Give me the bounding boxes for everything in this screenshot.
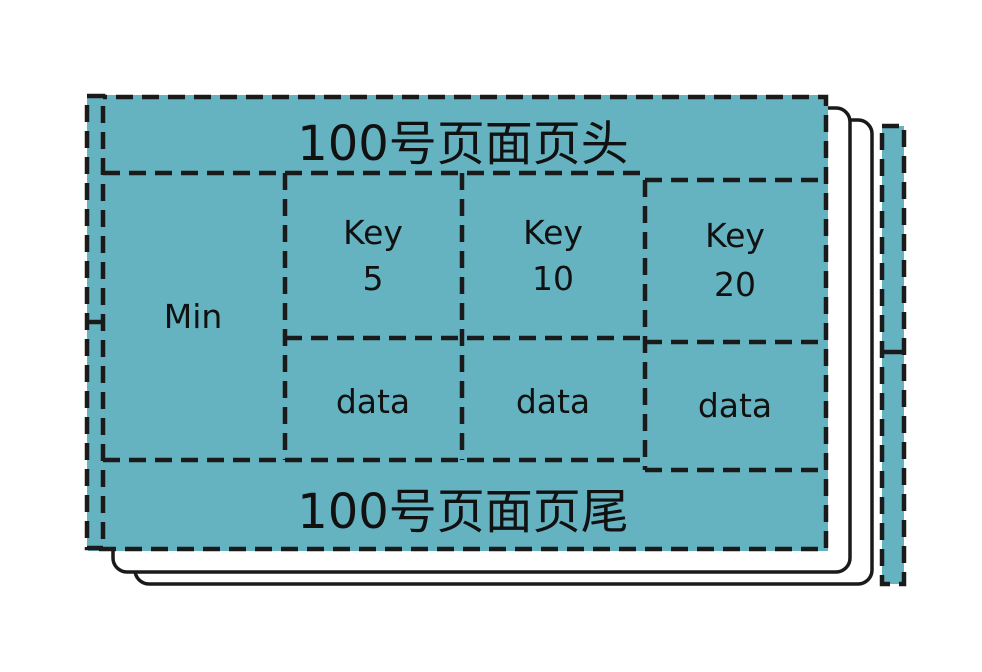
key-value: 5 xyxy=(363,259,384,298)
key-value: 20 xyxy=(714,265,756,304)
key-value: 10 xyxy=(532,259,574,298)
data-cell-label: data xyxy=(516,382,590,421)
data-cell-label: data xyxy=(698,386,772,425)
key-cell: Key 10 xyxy=(523,213,583,298)
key-cell: Key 20 xyxy=(705,216,765,304)
key-cell: Key 5 xyxy=(343,213,403,298)
min-label: Min xyxy=(164,297,223,336)
page-outline xyxy=(87,94,829,552)
key-label: Key xyxy=(523,213,583,252)
key-label: Key xyxy=(343,213,403,252)
page-footer-label: 100号页面页尾 xyxy=(297,484,629,540)
key-label: Key xyxy=(705,216,765,255)
page-grid xyxy=(103,170,826,473)
page-header-label: 100号页面页头 xyxy=(297,116,629,172)
data-cell-label: data xyxy=(336,382,410,421)
right-pointer-strip xyxy=(879,123,907,587)
